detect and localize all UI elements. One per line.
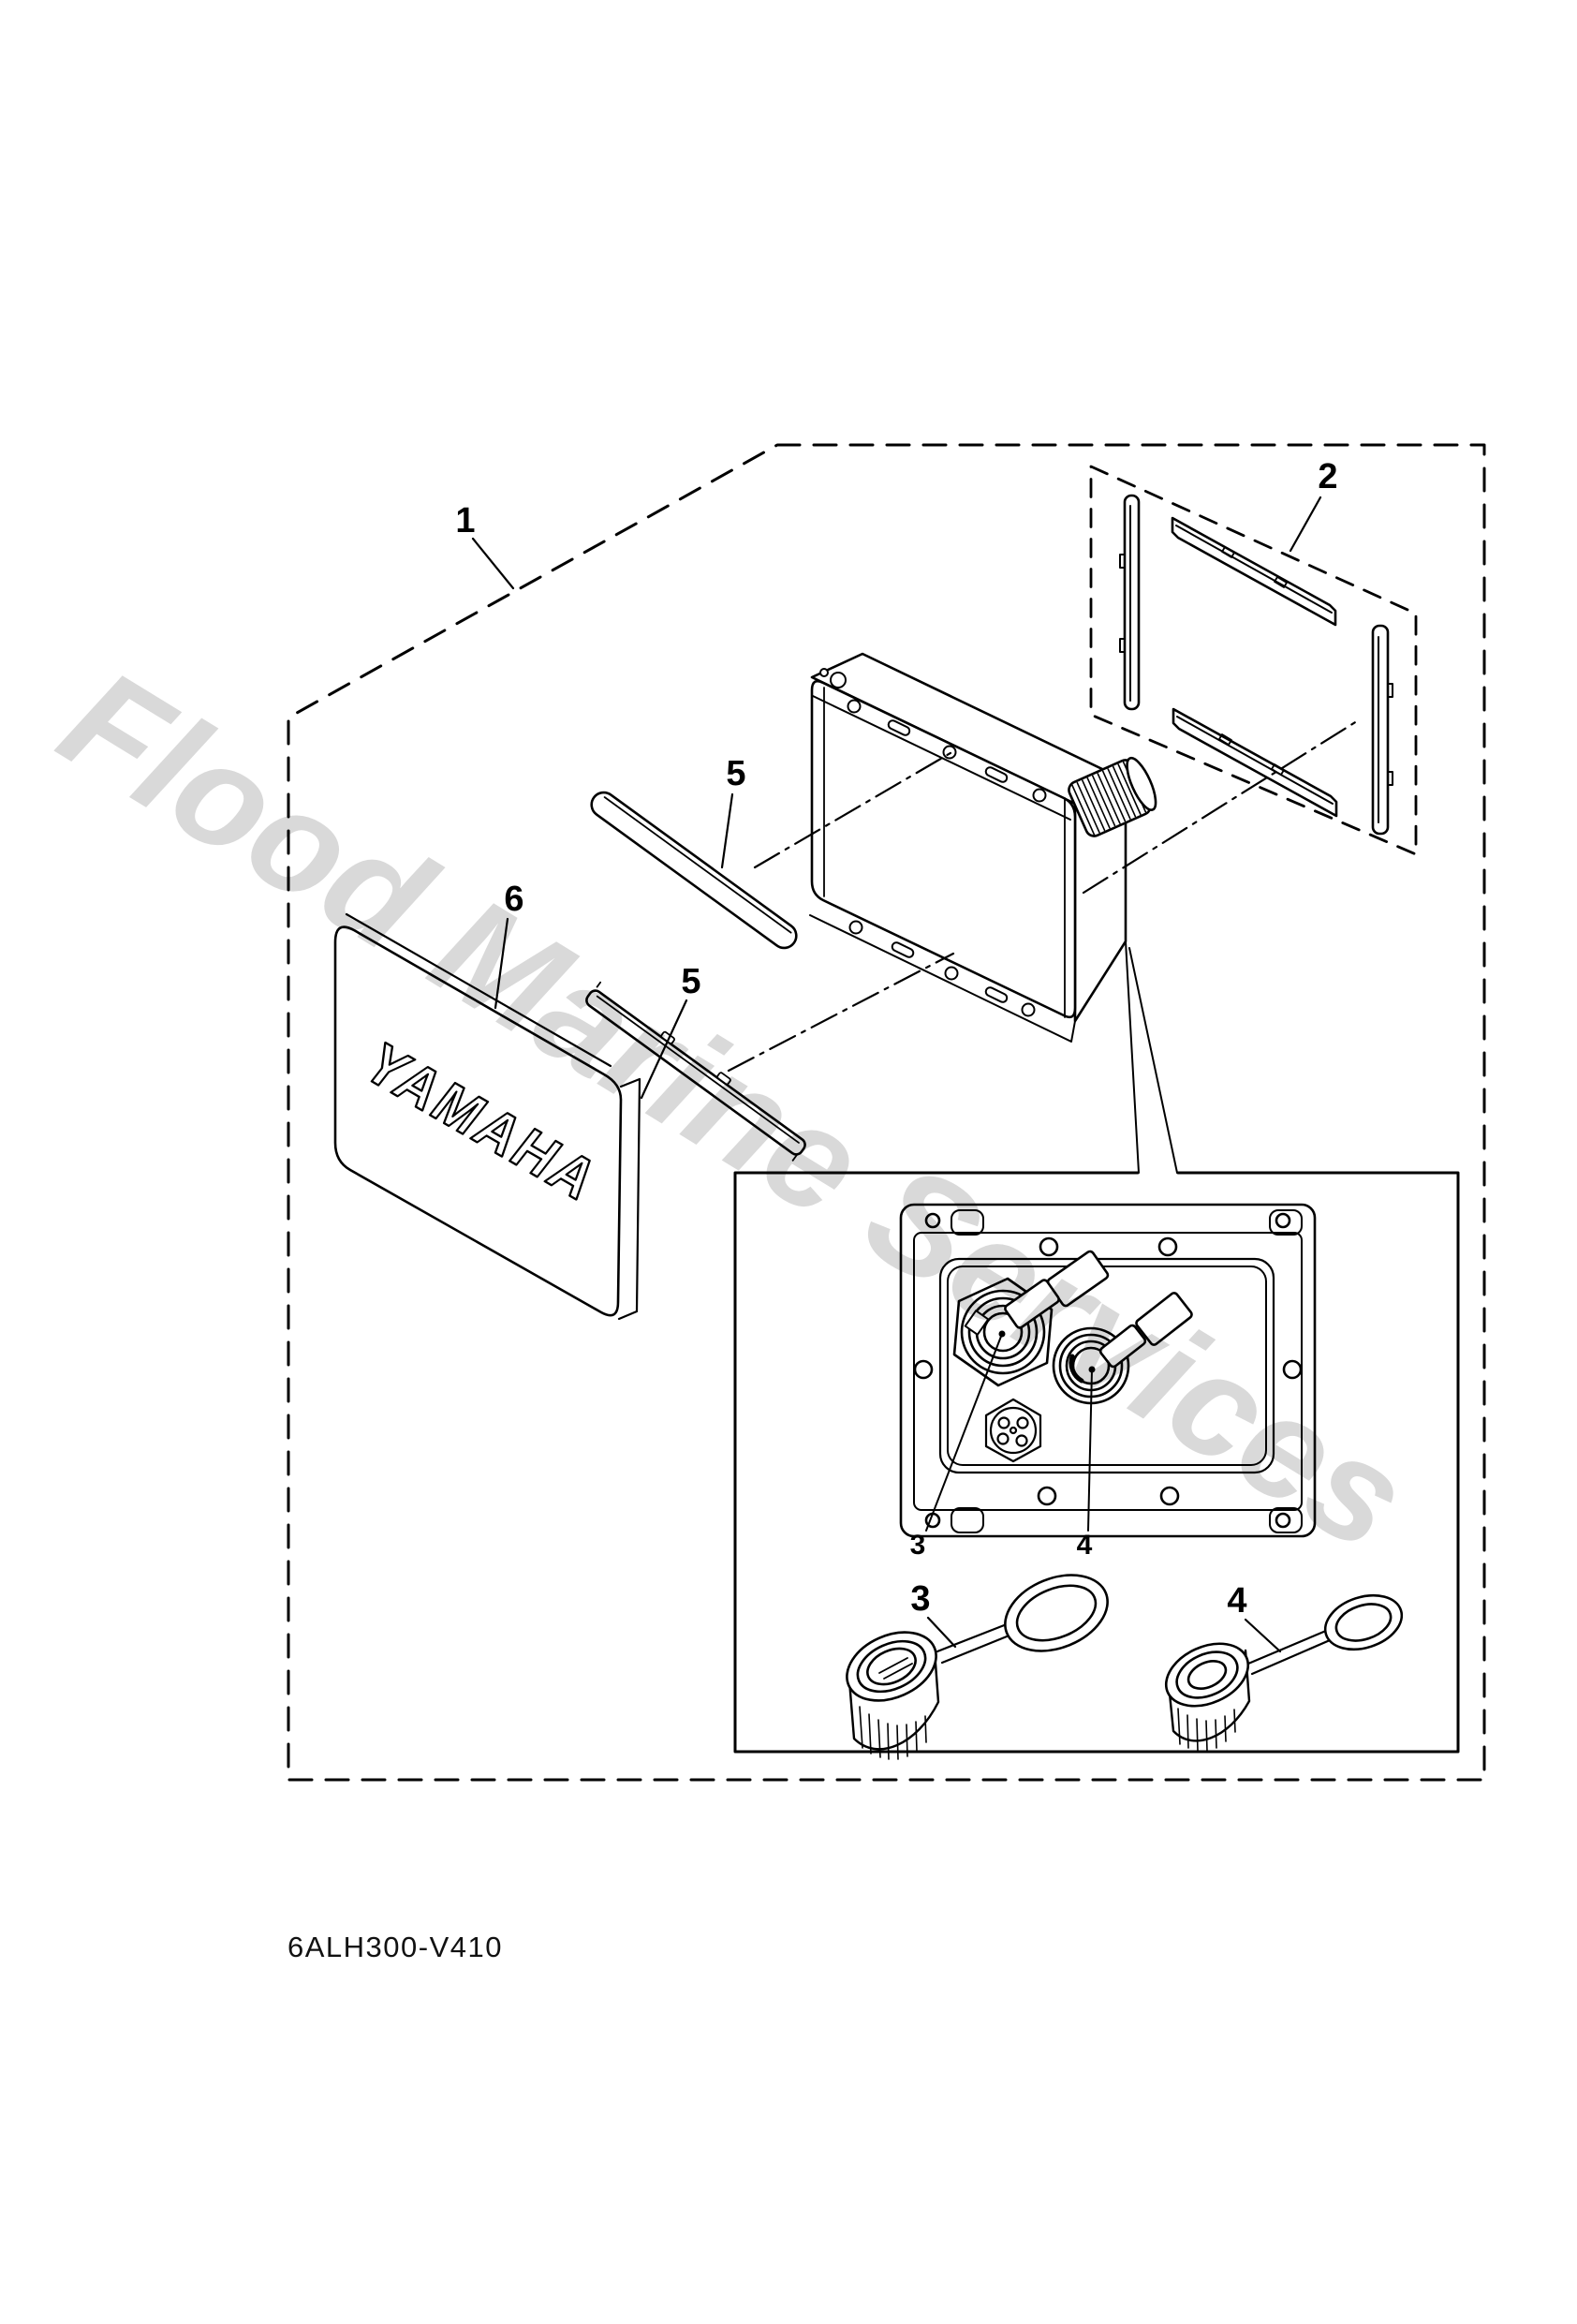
callout-5-upper-label: 5 — [726, 754, 745, 793]
rear-detail-box — [733, 940, 1460, 1760]
callout-3-panel-label: 3 — [910, 1530, 926, 1561]
bracket-bar-bottom — [1172, 707, 1338, 818]
callout-2-label: 2 — [1318, 457, 1337, 496]
connector-cap-3 — [846, 1574, 1109, 1760]
callout-3-cap-label: 3 — [910, 1579, 930, 1619]
callout-6-label: 6 — [504, 880, 523, 919]
unit-bottom-rail — [809, 914, 1076, 1043]
connector-cap-4 — [1164, 1593, 1404, 1752]
cover-front-face — [333, 925, 623, 1317]
knob — [1068, 756, 1157, 837]
unit-front-face — [810, 679, 1077, 1019]
bracket-strip-right — [1371, 624, 1393, 836]
bracket-strip-left — [1119, 494, 1141, 711]
connector-socket-small — [984, 1398, 1042, 1463]
assembly-centerline-upper — [753, 748, 957, 869]
callout-1-label: 1 — [455, 501, 475, 540]
rear-panel — [899, 1203, 1317, 1538]
kit-boundary-dashed-outline — [287, 443, 1486, 1782]
assembly-centerline-lower — [727, 718, 1362, 1073]
callout-4-panel-label: 4 — [1077, 1530, 1093, 1561]
mounting-kit-box-part2 — [1089, 465, 1418, 856]
connector-socket-4 — [1052, 1292, 1193, 1405]
detail-projection-lines — [1125, 940, 1178, 1174]
part-code-text: 6ALH300-V410 — [287, 1931, 503, 1963]
trim-strip-lower — [585, 981, 806, 1162]
trim-strip-upper — [590, 791, 798, 950]
callout-5-lower-label: 5 — [681, 962, 700, 1001]
bracket-bar-top — [1171, 516, 1337, 627]
display-unit — [809, 652, 1157, 1043]
socket-leader-lines — [925, 1330, 1096, 1532]
unit-top-rail — [812, 668, 1071, 821]
soft-cover: YAMAHA — [333, 912, 641, 1321]
callout-leader-lines — [471, 496, 1322, 1653]
callout-4-cap-label: 4 — [1227, 1581, 1246, 1621]
